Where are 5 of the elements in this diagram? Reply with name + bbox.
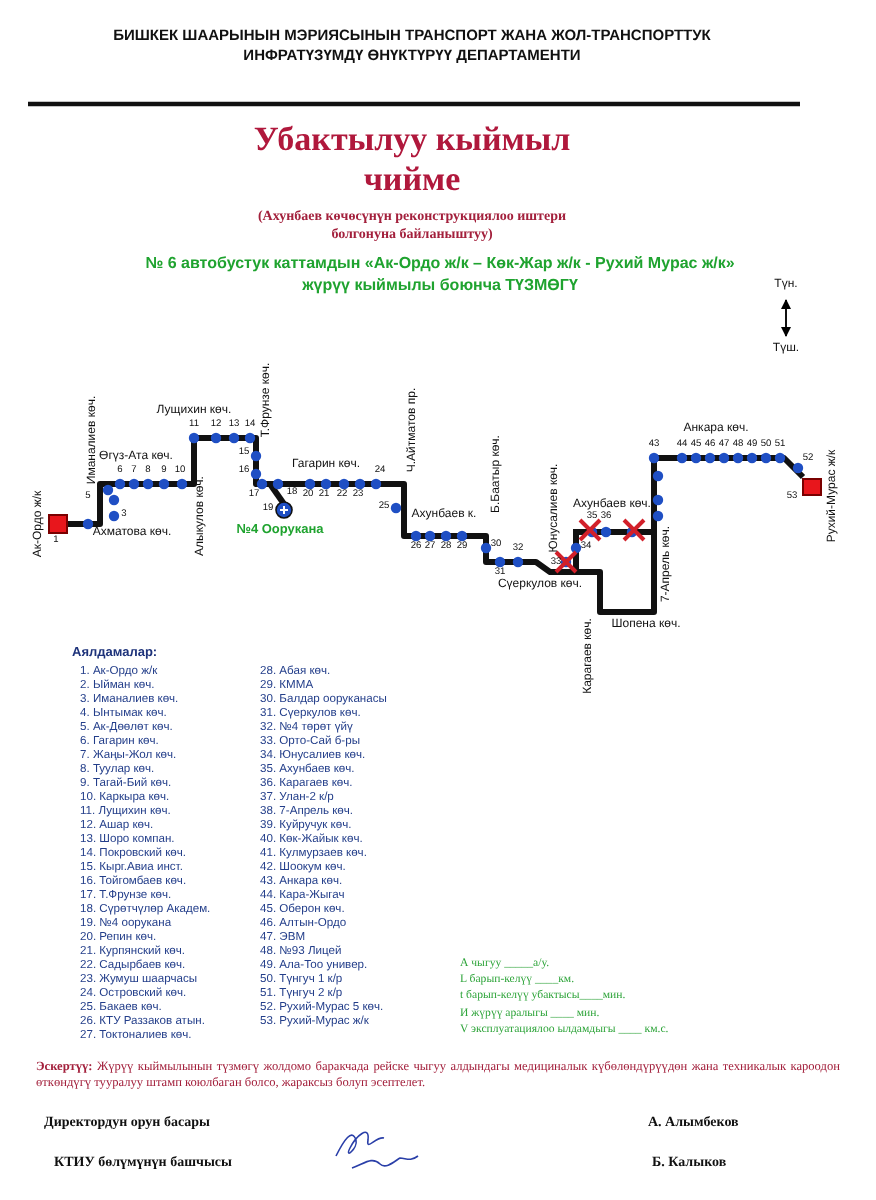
bus-route-line (68, 435, 806, 615)
route-heading: № 6 автобустук каттамдын «Ак-Ордо ж/к – Көк-Жар ж/к - Рухий Мурас ж/к» жүрүү кыймылы боюнча ТҮЗМӨГҮ (143, 254, 737, 296)
terminal-stop-marker (802, 477, 822, 495)
terminal-stop-marker (48, 514, 68, 534)
title: Убактылуу кыймыл чийме (251, 120, 573, 200)
